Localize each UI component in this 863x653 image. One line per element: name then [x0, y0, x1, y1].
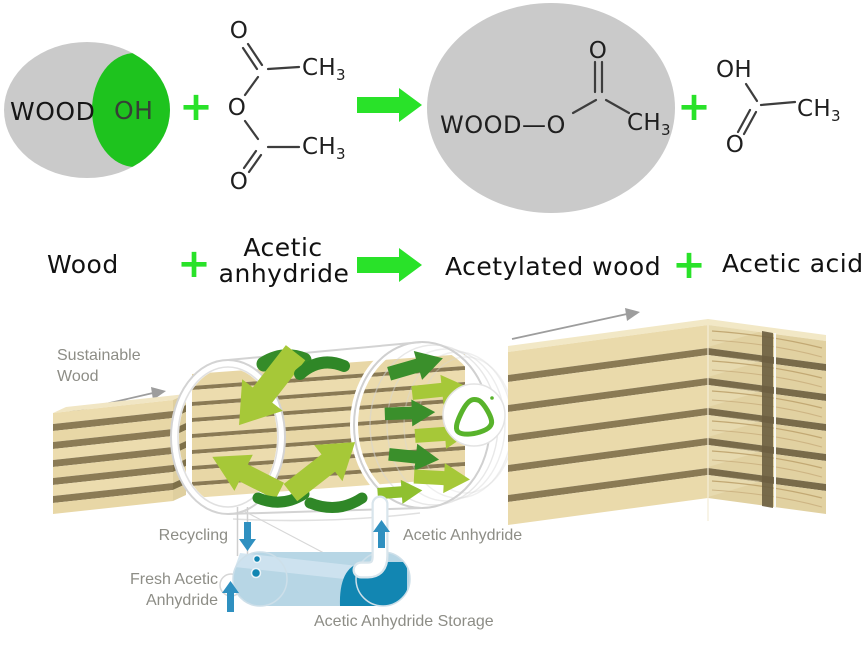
recycling-down-arrow: [239, 522, 256, 551]
plus-sign-2: +: [677, 84, 711, 130]
acid-o-label: O: [725, 132, 745, 158]
wood-oh-ellipse: [4, 42, 170, 178]
reaction-arrow-top: [357, 88, 422, 122]
hydroxyl-label: OH: [114, 96, 154, 125]
anhydride-o-mid: O: [227, 95, 247, 121]
word-acetic-acid: Acetic acid: [722, 249, 863, 278]
anhydride-up-arrow: [373, 520, 390, 548]
acetylated-o-top: O: [588, 38, 608, 64]
accoya-logo: [442, 383, 506, 447]
acetic-acid-structure: [736, 82, 797, 136]
anhydride-ch3-bottom: CH3: [302, 134, 346, 163]
hydroxyl-lens: [92, 53, 170, 167]
acetylated-ch3: CH3: [627, 110, 671, 139]
acetylated-formula: WOOD—O: [440, 111, 566, 139]
word-acetic: Acetic: [243, 233, 323, 262]
anhydride-ch3-top: CH3: [302, 55, 346, 84]
return-pipe: [352, 495, 389, 579]
sustainable-wood-label: Sustainable Wood: [57, 347, 141, 385]
anhydride-o-bottom: O: [229, 169, 249, 195]
flow-arrow-out: [511, 308, 640, 340]
storage-label: Acetic Anhydride Storage: [314, 613, 494, 630]
recycle-arrows: [203, 336, 472, 513]
plus-sign-3: +: [177, 241, 211, 287]
acetylated-wood-ellipse: [427, 3, 675, 213]
word-wood: Wood: [47, 250, 119, 279]
acetylated-structure-bonds: [571, 60, 631, 115]
wood-ellipse-label: WOOD: [10, 97, 96, 126]
acid-oh-label: OH: [716, 57, 752, 83]
acetylated-wood-stack: [508, 319, 826, 525]
sustainable-wood-stack: [53, 394, 186, 514]
recycling-label: Recycling: [158, 527, 228, 544]
acetic-anhydride-label: Acetic Anhydride: [403, 527, 523, 544]
board-groove: [762, 331, 773, 508]
acetic-anhydride-structure: [241, 42, 301, 174]
fresh-anhydride-label: Fresh Acetic Anhydride: [129, 571, 218, 609]
fresh-up-arrow: [222, 581, 239, 612]
word-acetylated-wood: Acetylated wood: [445, 252, 662, 281]
acid-ch3: CH3: [797, 96, 841, 125]
plus-sign-1: +: [179, 84, 213, 130]
registered-mark-dot: [490, 396, 494, 400]
droplets: [250, 554, 262, 579]
plus-sign-4: +: [672, 242, 706, 288]
word-anhydride: anhydride: [218, 259, 350, 288]
anhydride-o-top: O: [229, 18, 249, 44]
reaction-arrow-words: [357, 248, 422, 282]
